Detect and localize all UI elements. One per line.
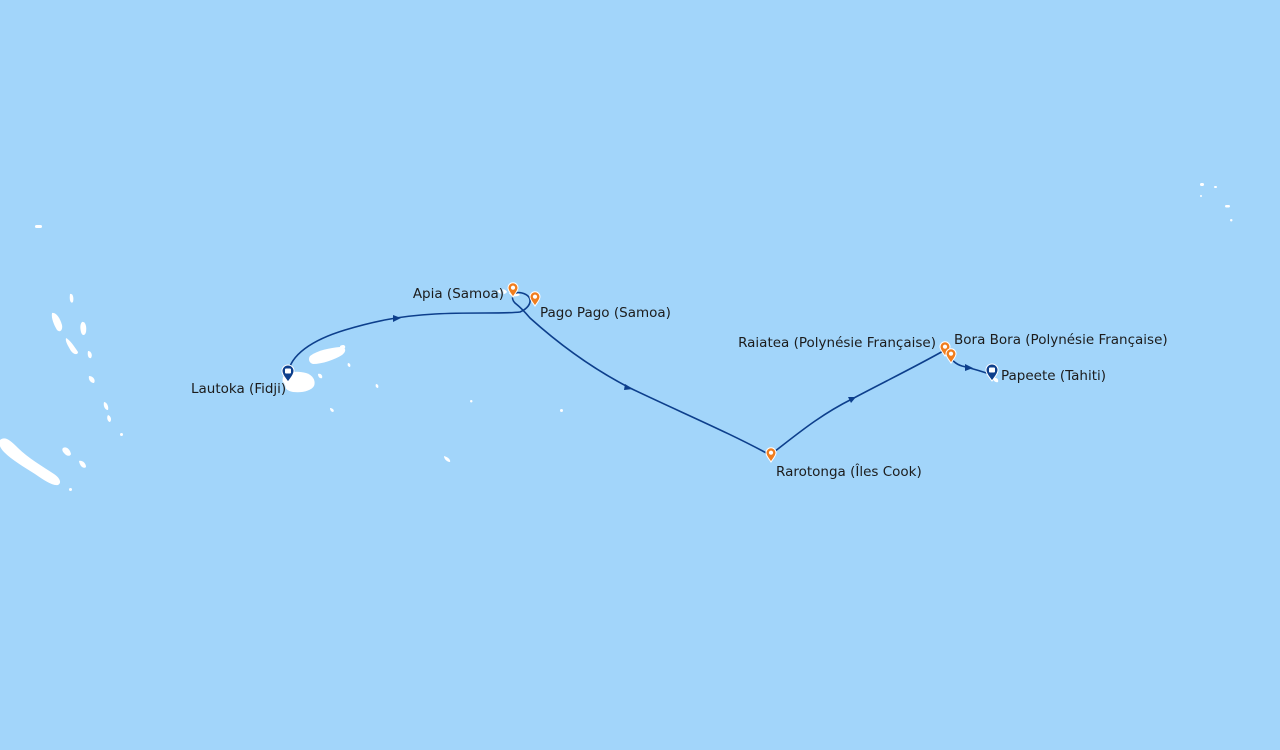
vanuatu-land-6 <box>88 376 95 383</box>
route-lautoka-apia <box>287 291 631 389</box>
vanuatu-land-1 <box>51 312 63 332</box>
taveuni-land <box>340 344 346 350</box>
port-label-pago-pago[interactable]: Pago Pago (Samoa) <box>539 304 672 322</box>
route-arrow-icon <box>393 315 401 322</box>
tonga-islet-1 <box>444 456 451 462</box>
route-rarotonga-raiatea <box>769 349 946 456</box>
tonga-islet-2 <box>560 409 563 412</box>
route-arrow-icon <box>848 397 856 403</box>
vanua-levu-land <box>309 347 346 364</box>
map-pin-orange-icon[interactable] <box>945 348 957 364</box>
society-islet-2 <box>1200 183 1204 186</box>
vanuatu-land-8 <box>107 415 112 422</box>
savaii-land <box>497 289 507 295</box>
cruise-route <box>287 291 993 456</box>
vanuatu-land-5 <box>87 351 92 359</box>
vanuatu-land-4 <box>69 293 74 303</box>
port-label-papeete[interactable]: Papeete (Tahiti) <box>1000 367 1107 385</box>
fiji-islet-3 <box>347 363 351 367</box>
map-pin-orange-icon[interactable] <box>529 291 541 307</box>
port-label-rarotonga[interactable]: Rarotonga (Îles Cook) <box>775 461 923 481</box>
port-label-apia[interactable]: Apia (Samoa) <box>412 285 505 303</box>
vanuatu-land-7 <box>103 402 109 410</box>
islet-3 <box>69 488 72 491</box>
vanuatu-land-2 <box>65 338 78 355</box>
route-arrow-icon <box>624 384 633 390</box>
port-labels: Lautoka (Fidji) Apia (Samoa) Pago Pago (… <box>190 285 1169 481</box>
port-label-bora-bora[interactable]: Bora Bora (Polynésie Française) <box>953 331 1169 349</box>
route-arrow-icon <box>965 364 973 371</box>
fiji-islet-2 <box>330 408 334 412</box>
islet-1 <box>35 225 42 228</box>
vanuatu-land-3 <box>80 321 87 335</box>
loyalty-island-2 <box>79 460 86 468</box>
fiji-islet-4 <box>375 384 379 388</box>
society-islet-1 <box>993 377 999 383</box>
society-islet-5 <box>1230 219 1233 222</box>
route-pago-rarotonga <box>629 387 771 456</box>
society-islet-6 <box>1200 195 1202 197</box>
islet-2 <box>120 433 123 436</box>
tonga-islet-3 <box>470 400 473 403</box>
port-label-lautoka[interactable]: Lautoka (Fidji) <box>190 380 287 398</box>
map-pin-orange-icon[interactable] <box>765 447 777 463</box>
society-islet-3 <box>1214 186 1217 188</box>
new-caledonia-land <box>0 438 61 486</box>
loyalty-island-1 <box>62 447 71 456</box>
fiji-islet-1 <box>318 373 323 379</box>
port-label-raiatea[interactable]: Raiatea (Polynésie Française) <box>737 334 937 352</box>
society-islet-4 <box>1225 205 1230 208</box>
